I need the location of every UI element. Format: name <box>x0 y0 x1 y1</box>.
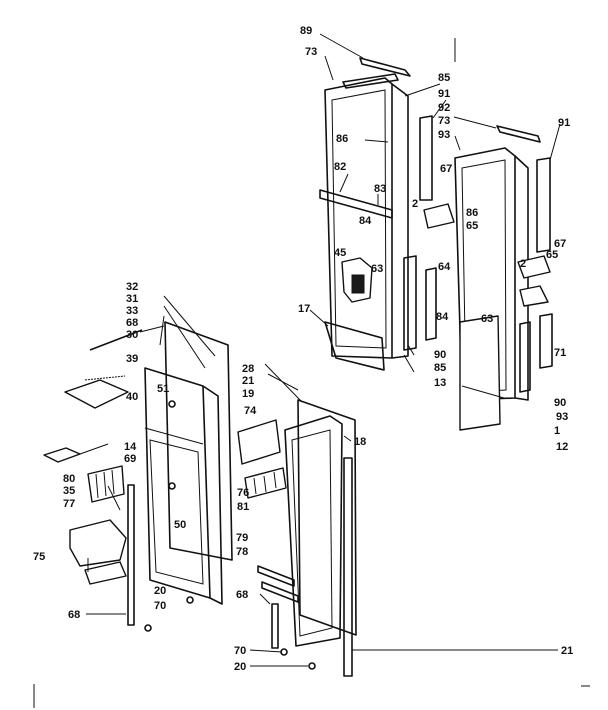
part-77-bin <box>69 519 127 567</box>
callout-19: 19 <box>242 388 254 400</box>
callout-32: 32 <box>126 281 138 293</box>
callout-65: 65 <box>466 220 478 232</box>
callout-50: 50 <box>174 519 186 531</box>
callout-21: 21 <box>242 375 254 387</box>
callout-78: 78 <box>236 546 248 558</box>
part-85-liner <box>342 73 399 89</box>
callout-33: 33 <box>126 305 138 317</box>
callout-86: 86 <box>336 133 348 145</box>
freezer-door-assembly <box>319 57 553 431</box>
callout-12: 12 <box>556 441 568 453</box>
callout-68: 68 <box>126 317 138 329</box>
callout-85: 85 <box>434 362 446 374</box>
part-80-grille <box>87 465 125 503</box>
callout-40: 40 <box>126 391 138 403</box>
callout-86: 86 <box>466 207 478 219</box>
callout-74: 74 <box>244 405 257 417</box>
callout-28: 28 <box>242 363 254 375</box>
callout-82: 82 <box>334 161 346 173</box>
callout-39: 39 <box>126 353 138 365</box>
part-40-shelf <box>64 379 129 409</box>
callout-81: 81 <box>237 501 249 513</box>
part-12-panel <box>459 315 501 431</box>
part-69-rail <box>127 484 135 626</box>
part-74-bracket <box>237 419 281 465</box>
callout-68: 68 <box>68 609 80 621</box>
part-91-strip <box>419 115 433 201</box>
callout-30: 30 <box>126 329 138 341</box>
callout-90: 90 <box>554 397 566 409</box>
callout-77: 77 <box>63 498 75 510</box>
callout-21: 21 <box>561 645 573 657</box>
callout-79: 79 <box>236 532 248 544</box>
callout-68: 68 <box>236 589 248 601</box>
callout-51: 51 <box>157 383 169 395</box>
callout-67: 67 <box>554 238 566 250</box>
callout-91: 91 <box>438 88 450 100</box>
callout-93: 93 <box>438 129 450 141</box>
callout-73: 73 <box>305 46 317 58</box>
callout-73: 73 <box>438 115 450 127</box>
callout-63: 63 <box>371 263 383 275</box>
callout-2: 2 <box>520 258 526 270</box>
part-14-tray <box>43 447 81 463</box>
part-86-panel <box>324 77 393 359</box>
callout-63: 63 <box>481 313 493 325</box>
callout-45: 45 <box>334 247 346 259</box>
callout-90: 90 <box>434 349 446 361</box>
callout-71: 71 <box>554 347 566 359</box>
callout-2: 2 <box>412 198 418 210</box>
callout-70: 70 <box>154 600 166 612</box>
part-81-grille <box>244 467 287 499</box>
callout-14: 14 <box>124 441 137 453</box>
callout-13: 13 <box>434 377 446 389</box>
callout-84: 84 <box>359 215 372 227</box>
part-19-door <box>284 415 343 647</box>
callout-83: 83 <box>374 183 386 195</box>
part-28-frame <box>297 399 357 636</box>
callout-20: 20 <box>234 661 246 673</box>
callout-93: 93 <box>556 411 568 423</box>
part-89 <box>359 57 411 77</box>
callout-91: 91 <box>558 117 570 129</box>
callout-20: 20 <box>154 585 166 597</box>
callout-89: 89 <box>300 25 312 37</box>
callout-70: 70 <box>234 645 246 657</box>
callout-65: 65 <box>546 249 558 261</box>
callout-67: 67 <box>440 163 452 175</box>
leader-lines <box>33 33 590 708</box>
part-32-gasket <box>164 321 233 561</box>
callout-85: 85 <box>438 72 450 84</box>
callout-labels: 89 73 85 91 92 73 93 91 86 82 83 67 2 86… <box>33 25 573 673</box>
callout-31: 31 <box>126 293 138 305</box>
part-17-panel <box>324 321 385 371</box>
callout-69: 69 <box>124 453 136 465</box>
callout-1: 1 <box>554 425 560 437</box>
callout-18: 18 <box>354 436 366 448</box>
callout-84: 84 <box>436 311 449 323</box>
callout-76: 76 <box>237 487 249 499</box>
fresh-food-door-assembly <box>43 321 357 677</box>
callout-75: 75 <box>33 551 45 563</box>
callout-64: 64 <box>438 261 451 273</box>
callout-35: 35 <box>63 485 75 497</box>
callout-80: 80 <box>63 473 75 485</box>
part-30-door <box>144 367 211 599</box>
callout-92: 92 <box>438 102 450 114</box>
callout-17: 17 <box>298 303 310 315</box>
